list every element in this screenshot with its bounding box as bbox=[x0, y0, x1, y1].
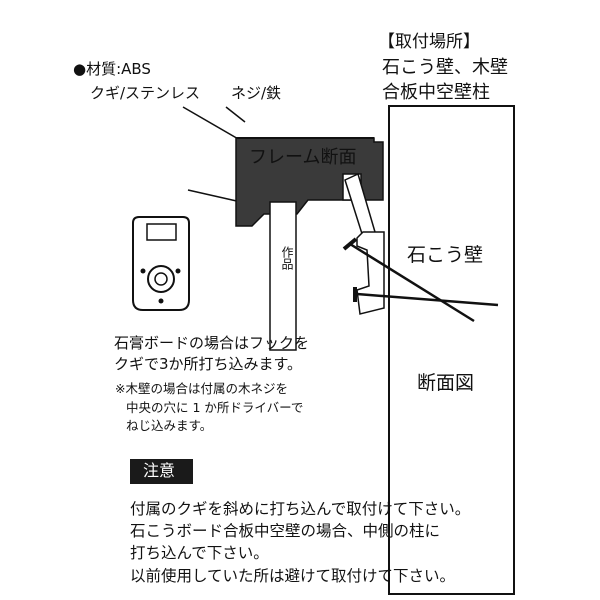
frame-section-label: フレーム断面 bbox=[249, 147, 357, 168]
nail-icon bbox=[342, 237, 475, 323]
caution-heading: 注意 bbox=[143, 461, 176, 480]
wall-label: 石こう壁 bbox=[407, 244, 484, 266]
caution-line-2: 石こうボード合板中空壁の場合、中側の柱に bbox=[130, 522, 441, 540]
section-view-label: 断面図 bbox=[417, 372, 475, 394]
wood-wall-note-line-1: ※木壁の場合は付属の木ネジを bbox=[115, 381, 288, 396]
product-label: 作品 bbox=[280, 246, 294, 270]
caution-heading-box bbox=[130, 459, 193, 484]
instruction-line-1: 石膏ボードの場合はフックを bbox=[114, 334, 310, 352]
screw-material-label: ネジ/鉄 bbox=[231, 84, 282, 102]
screw-icon bbox=[353, 287, 499, 307]
hook-front-view-icon bbox=[132, 216, 190, 311]
wood-wall-note-line-3: ねじ込みます。 bbox=[126, 418, 213, 433]
hook-leader-line bbox=[182, 106, 241, 141]
caution-line-4: 以前使用していた所は避けて取付けて下さい。 bbox=[130, 567, 456, 585]
caution-line-3: 打ち込んで下さい。 bbox=[130, 544, 269, 562]
screw-leader-line bbox=[225, 106, 246, 123]
frame-leader-line bbox=[187, 189, 242, 203]
wall-section bbox=[388, 105, 515, 595]
location-title: 【取付場所】 bbox=[378, 32, 480, 52]
location-line-2: 合板中空壁柱 bbox=[382, 82, 490, 103]
hook-material-label: クギ/ステンレス bbox=[90, 84, 201, 102]
caution-line-1: 付属のクギを斜めに打ち込んで取付けて下さい。 bbox=[130, 500, 471, 518]
location-line-1: 石こう壁、木壁 bbox=[382, 57, 508, 78]
artwork-board bbox=[269, 201, 297, 351]
wood-wall-note-line-2: 中央の穴に 1 か所ドライバーで bbox=[126, 400, 304, 415]
material-spec: ●材質:ABS bbox=[73, 60, 151, 78]
instruction-line-2: クギで3か所打ち込みます。 bbox=[114, 355, 303, 373]
